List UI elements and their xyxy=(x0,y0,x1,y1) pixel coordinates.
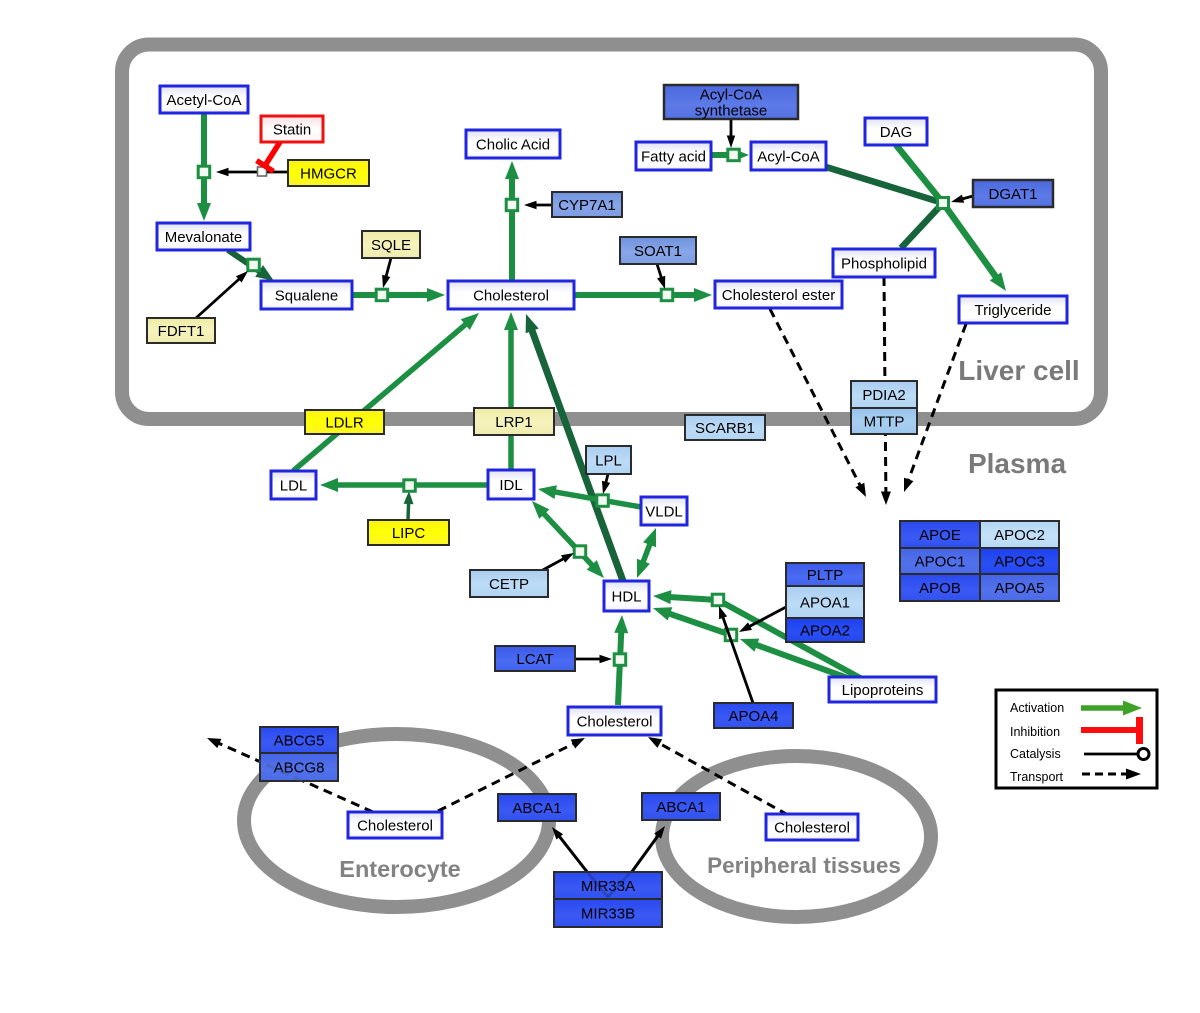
svg-text:LCAT: LCAT xyxy=(516,651,553,668)
svg-text:DGAT1: DGAT1 xyxy=(989,186,1038,203)
svg-text:Cholesterol ester: Cholesterol ester xyxy=(722,287,835,304)
svg-text:APOE: APOE xyxy=(919,527,961,544)
svg-text:IDL: IDL xyxy=(499,477,522,494)
svg-text:Statin: Statin xyxy=(273,121,311,138)
svg-text:Fatty acid: Fatty acid xyxy=(641,148,706,165)
svg-text:LDLR: LDLR xyxy=(325,414,364,431)
svg-text:CETP: CETP xyxy=(489,576,529,593)
svg-text:Squalene: Squalene xyxy=(275,287,338,304)
svg-text:Transport: Transport xyxy=(1010,770,1064,784)
svg-text:APOB: APOB xyxy=(919,580,961,597)
svg-text:Liver cell: Liver cell xyxy=(958,355,1079,386)
svg-text:Acetyl-CoA: Acetyl-CoA xyxy=(166,92,241,109)
svg-text:MIR33B: MIR33B xyxy=(581,905,635,922)
svg-text:PLTP: PLTP xyxy=(807,567,843,584)
svg-text:Cholesterol: Cholesterol xyxy=(357,817,433,834)
svg-text:MIR33A: MIR33A xyxy=(581,878,635,895)
svg-text:synthetase: synthetase xyxy=(695,102,768,119)
svg-text:PDIA2: PDIA2 xyxy=(862,387,905,404)
svg-text:LDL: LDL xyxy=(280,477,308,494)
svg-text:HDL: HDL xyxy=(611,588,641,605)
svg-text:APOA4: APOA4 xyxy=(728,708,778,725)
svg-text:Phospholipid: Phospholipid xyxy=(841,255,927,272)
svg-text:ABCG5: ABCG5 xyxy=(274,732,325,749)
svg-text:VLDL: VLDL xyxy=(645,503,683,520)
svg-text:APOA1: APOA1 xyxy=(800,594,850,611)
svg-text:Plasma: Plasma xyxy=(968,448,1066,479)
svg-text:APOA5: APOA5 xyxy=(994,580,1044,597)
svg-text:Acyl-CoA: Acyl-CoA xyxy=(700,86,763,103)
svg-text:SQLE: SQLE xyxy=(371,237,411,254)
svg-text:LPL: LPL xyxy=(595,452,622,469)
svg-text:LRP1: LRP1 xyxy=(495,414,533,431)
svg-text:APOC3: APOC3 xyxy=(994,553,1045,570)
svg-text:ABCA1: ABCA1 xyxy=(512,800,561,817)
svg-text:APOA2: APOA2 xyxy=(800,622,850,639)
svg-text:APOC1: APOC1 xyxy=(915,553,966,570)
svg-text:ABCA1: ABCA1 xyxy=(656,799,705,816)
svg-text:Cholesterol: Cholesterol xyxy=(577,713,653,730)
svg-text:Inhibition: Inhibition xyxy=(1010,725,1060,739)
svg-text:Activation: Activation xyxy=(1010,701,1064,715)
svg-text:HMGCR: HMGCR xyxy=(300,165,357,182)
svg-text:SCARB1: SCARB1 xyxy=(695,420,755,437)
svg-text:Cholic Acid: Cholic Acid xyxy=(476,136,550,153)
svg-text:Lipoproteins: Lipoproteins xyxy=(842,682,924,699)
svg-text:Enterocyte: Enterocyte xyxy=(339,856,460,882)
svg-text:ABCG8: ABCG8 xyxy=(274,759,325,776)
svg-text:FDFT1: FDFT1 xyxy=(158,323,205,340)
svg-text:MTTP: MTTP xyxy=(864,413,905,430)
svg-text:LIPC: LIPC xyxy=(392,525,426,542)
svg-text:Peripheral tissues: Peripheral tissues xyxy=(707,853,901,878)
svg-text:Mevalonate: Mevalonate xyxy=(165,229,243,246)
svg-text:APOC2: APOC2 xyxy=(994,527,1045,544)
svg-text:Catalysis: Catalysis xyxy=(1010,747,1061,761)
svg-text:Cholesterol: Cholesterol xyxy=(774,819,850,836)
svg-text:DAG: DAG xyxy=(880,124,913,141)
svg-text:Triglyceride: Triglyceride xyxy=(975,302,1052,319)
svg-text:CYP7A1: CYP7A1 xyxy=(558,197,616,214)
svg-text:Cholesterol: Cholesterol xyxy=(473,287,549,304)
svg-text:Acyl-CoA: Acyl-CoA xyxy=(757,148,820,165)
svg-text:SOAT1: SOAT1 xyxy=(634,243,682,260)
